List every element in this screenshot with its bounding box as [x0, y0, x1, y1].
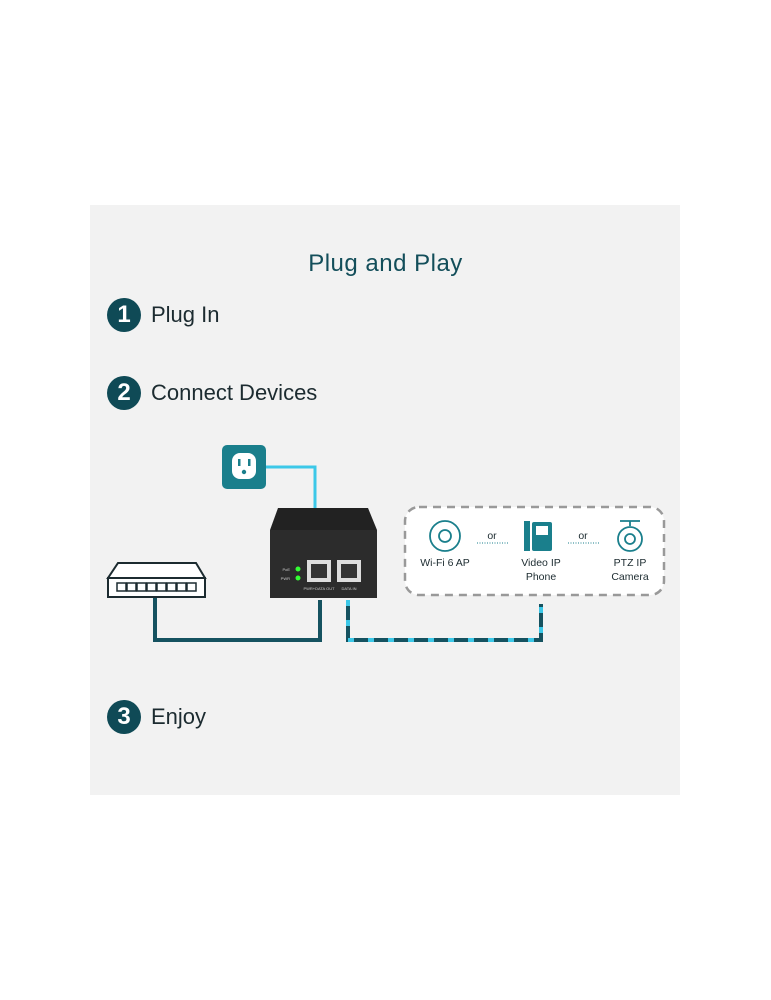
power-cable — [266, 465, 317, 508]
camera-icon — [617, 520, 643, 552]
poe-injector: PoE PWR PWR+DATA OUT DATA IN — [270, 508, 377, 598]
step-label: Connect Devices — [151, 380, 318, 405]
outlet-icon — [222, 445, 266, 489]
switch-cable — [153, 598, 322, 642]
or-label: or — [578, 530, 588, 542]
camera-label-2: Camera — [611, 571, 649, 583]
port-out-label: PWR+DATA OUT — [303, 586, 335, 591]
poe-cable-stripes — [346, 600, 543, 642]
port-in-label: DATA IN — [342, 586, 357, 591]
led-label-pwr: PWR — [281, 576, 290, 581]
step-number: 2 — [107, 376, 141, 410]
step-number: 3 — [107, 700, 141, 734]
step-2: 2 Connect Devices — [107, 376, 317, 410]
poe-cable — [346, 600, 543, 642]
phone-label-2: Phone — [526, 571, 557, 583]
step-label: Enjoy — [151, 704, 207, 729]
led-label-poe: PoE — [282, 567, 290, 572]
ip-phone-icon — [524, 521, 552, 551]
camera-label-1: PTZ IP — [614, 557, 647, 569]
diagram-panel — [90, 205, 680, 795]
step-label: Plug In — [151, 302, 220, 327]
switch-icon — [106, 562, 207, 598]
ap-label: Wi-Fi 6 AP — [420, 557, 470, 569]
or-label: or — [487, 530, 497, 542]
step-1: 1 Plug In — [107, 298, 220, 332]
page-title: Plug and Play — [308, 250, 463, 277]
access-point-icon — [429, 520, 461, 552]
step-number: 1 — [107, 298, 141, 332]
step-3: 3 Enjoy — [107, 700, 206, 734]
phone-label-1: Video IP — [521, 557, 561, 569]
